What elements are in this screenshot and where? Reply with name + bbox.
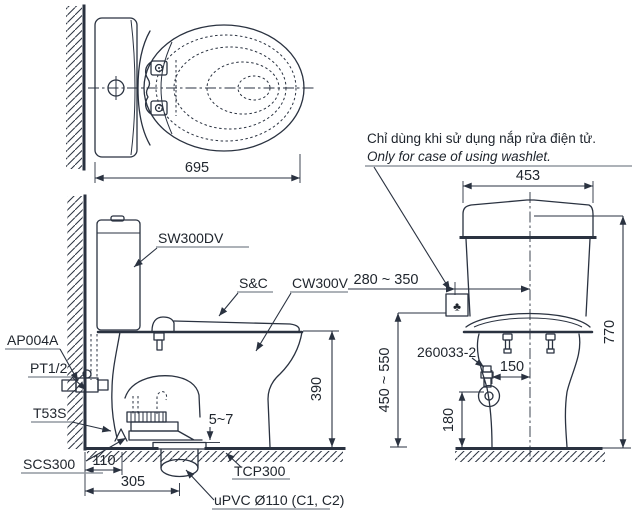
dim-floor-gap-text: 5~7	[209, 412, 234, 428]
power-outlet-symbol-icon: ♣	[453, 300, 461, 314]
flange-base	[128, 430, 203, 441]
power-outlet-box	[445, 293, 469, 317]
side-view: 5~7 390 110 305 SW300DV S&C CW300V AP004…	[5, 194, 349, 510]
flange-step	[130, 421, 179, 432]
dim-180-text: 180	[441, 408, 457, 432]
bolt-tip	[546, 348, 555, 354]
drain-pipe-opening	[160, 458, 199, 478]
leader-angle-valve	[471, 357, 485, 368]
dim-770-text: 770	[602, 320, 618, 344]
leader-note-to-outlet	[373, 166, 451, 291]
hinge-bolt-top-dot	[158, 67, 160, 69]
tank-knob	[110, 215, 125, 222]
tank-bolt-stem	[156, 339, 163, 351]
tank-side-outline	[96, 219, 141, 331]
pedestal-right	[564, 333, 581, 448]
label-flange: SCS300	[23, 456, 75, 472]
washlet-pod	[151, 316, 175, 332]
label-seat: S&C	[239, 275, 268, 291]
floor-socket-collar	[152, 441, 207, 450]
leader-drain-pipe	[185, 469, 215, 501]
leader-flange	[85, 437, 127, 462]
fill-tube	[156, 391, 168, 414]
dim-110-text: 110	[92, 453, 115, 469]
label-drain-pipe: uPVC Ø110 (C1, C2)	[214, 492, 344, 508]
bolt-cap	[502, 333, 513, 341]
wall-hatch	[67, 196, 83, 449]
stop-valve-handle	[82, 369, 92, 379]
valve-handle	[477, 384, 501, 408]
floor-hatch	[87, 451, 343, 462]
tank-top-outline	[94, 17, 138, 158]
mount-bolt-right	[545, 333, 556, 354]
tank-side-left	[465, 238, 471, 317]
dim-150-text: 150	[500, 359, 524, 375]
label-bowl: CW300V	[292, 275, 349, 291]
label-seal: T53S	[33, 405, 66, 421]
lid-inner-ring	[155, 34, 297, 142]
dim-280-350-arrow-left	[446, 285, 455, 293]
valve-stem	[483, 377, 492, 388]
label-supply-thread: PT1/2	[30, 360, 68, 376]
leader-supply-thread	[71, 376, 87, 391]
bolt-stem	[547, 339, 554, 350]
leader-stop-valve	[59, 348, 79, 382]
dim-280-350-arrow-right	[521, 285, 530, 293]
front-view: Chỉ dùng khi sử dụng nắp rửa điện tử. On…	[348, 131, 632, 464]
label-stop-valve: AP004A	[7, 332, 59, 348]
dim-305-text: 305	[121, 474, 145, 490]
wax-seal	[114, 428, 128, 442]
tank-bolt-cap	[153, 332, 165, 341]
bolt-stem	[504, 339, 511, 350]
drain-pipe-sides	[160, 448, 199, 469]
seat-front-arc	[465, 312, 591, 328]
tank-lid-front	[462, 199, 594, 237]
flange-ribs	[130, 412, 164, 422]
bowl-front-profile	[267, 331, 303, 448]
hinge-bolt-bottom-dot	[158, 107, 160, 109]
seat-front-inner-arc	[473, 317, 583, 328]
hinge-bolt-top	[150, 60, 168, 76]
seat-profile	[173, 320, 300, 332]
supply-nut	[97, 379, 109, 391]
dim-695-text: 695	[185, 160, 209, 176]
label-floor-socket: TCP300	[234, 463, 286, 479]
bolt-tip	[503, 348, 512, 354]
label-angle-valve: 260033-2	[417, 344, 476, 360]
dim-450-550-text: 450 ~ 550	[377, 348, 393, 413]
valve-stem-top	[482, 365, 492, 373]
note-english: Only for case of using washlet.	[367, 149, 551, 164]
pedestal-left	[476, 333, 493, 448]
bowl-bulb-underside	[124, 375, 201, 418]
hinge-bolt-bottom	[150, 100, 168, 116]
dim-280-350-text: 280 ~ 350	[354, 272, 419, 288]
bowl-rear-profile	[111, 331, 121, 439]
valve-handle-center	[484, 391, 494, 401]
tank-front-edge	[130, 19, 136, 156]
dim-453-text: 453	[516, 168, 540, 184]
note-vietnamese: Chỉ dùng khi sử dụng nắp rửa điện tử.	[367, 131, 596, 146]
label-tank: SW300DV	[158, 230, 224, 246]
dim-390-text: 390	[309, 377, 325, 401]
leader-tank	[133, 247, 158, 268]
mount-bolt-left	[502, 333, 513, 354]
wall-hatch	[66, 6, 82, 169]
leader-floor-socket	[225, 452, 242, 468]
tank-side-right	[585, 238, 591, 317]
leader-seal	[71, 421, 112, 433]
bolt-cap	[545, 333, 556, 341]
top-view: 695	[66, 4, 316, 183]
leader-seat	[218, 292, 239, 317]
leader-bowl	[255, 292, 292, 352]
